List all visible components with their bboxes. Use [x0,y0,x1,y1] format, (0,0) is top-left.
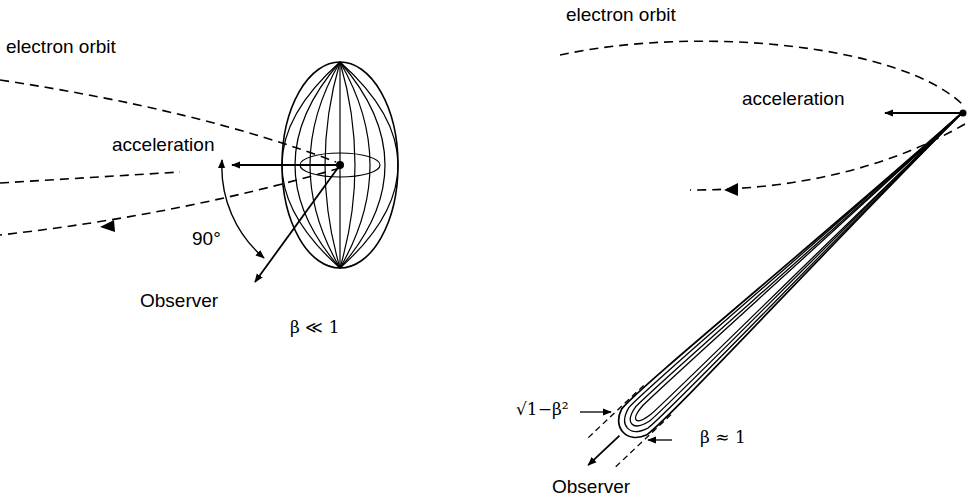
orbit-label: electron orbit [6,36,116,58]
observer-arrow [255,165,340,282]
radiation-lobe [574,97,969,479]
acceleration-arrow [885,112,963,114]
orbit-left [0,80,340,235]
beta-label: β ≪ 1 [290,318,339,338]
angle-arc [222,160,264,258]
width-arrow [648,439,672,440]
orbit-arrow [100,220,115,232]
width-arrow [580,411,611,412]
beta-label: β ≈ 1 [700,428,746,448]
orbit-right [560,41,965,190]
orbit-arrow [724,183,738,196]
acceleration-arrow [232,164,340,166]
acceleration-label: acceleration [742,88,844,110]
observer-label: Observer [552,476,630,498]
width-label: √1−β² [516,400,569,420]
electron [960,110,967,117]
angle-label: 90° [192,228,221,250]
observer-label: Observer [140,290,218,312]
orbit-label: electron orbit [566,4,676,26]
acceleration-label: acceleration [112,134,214,156]
